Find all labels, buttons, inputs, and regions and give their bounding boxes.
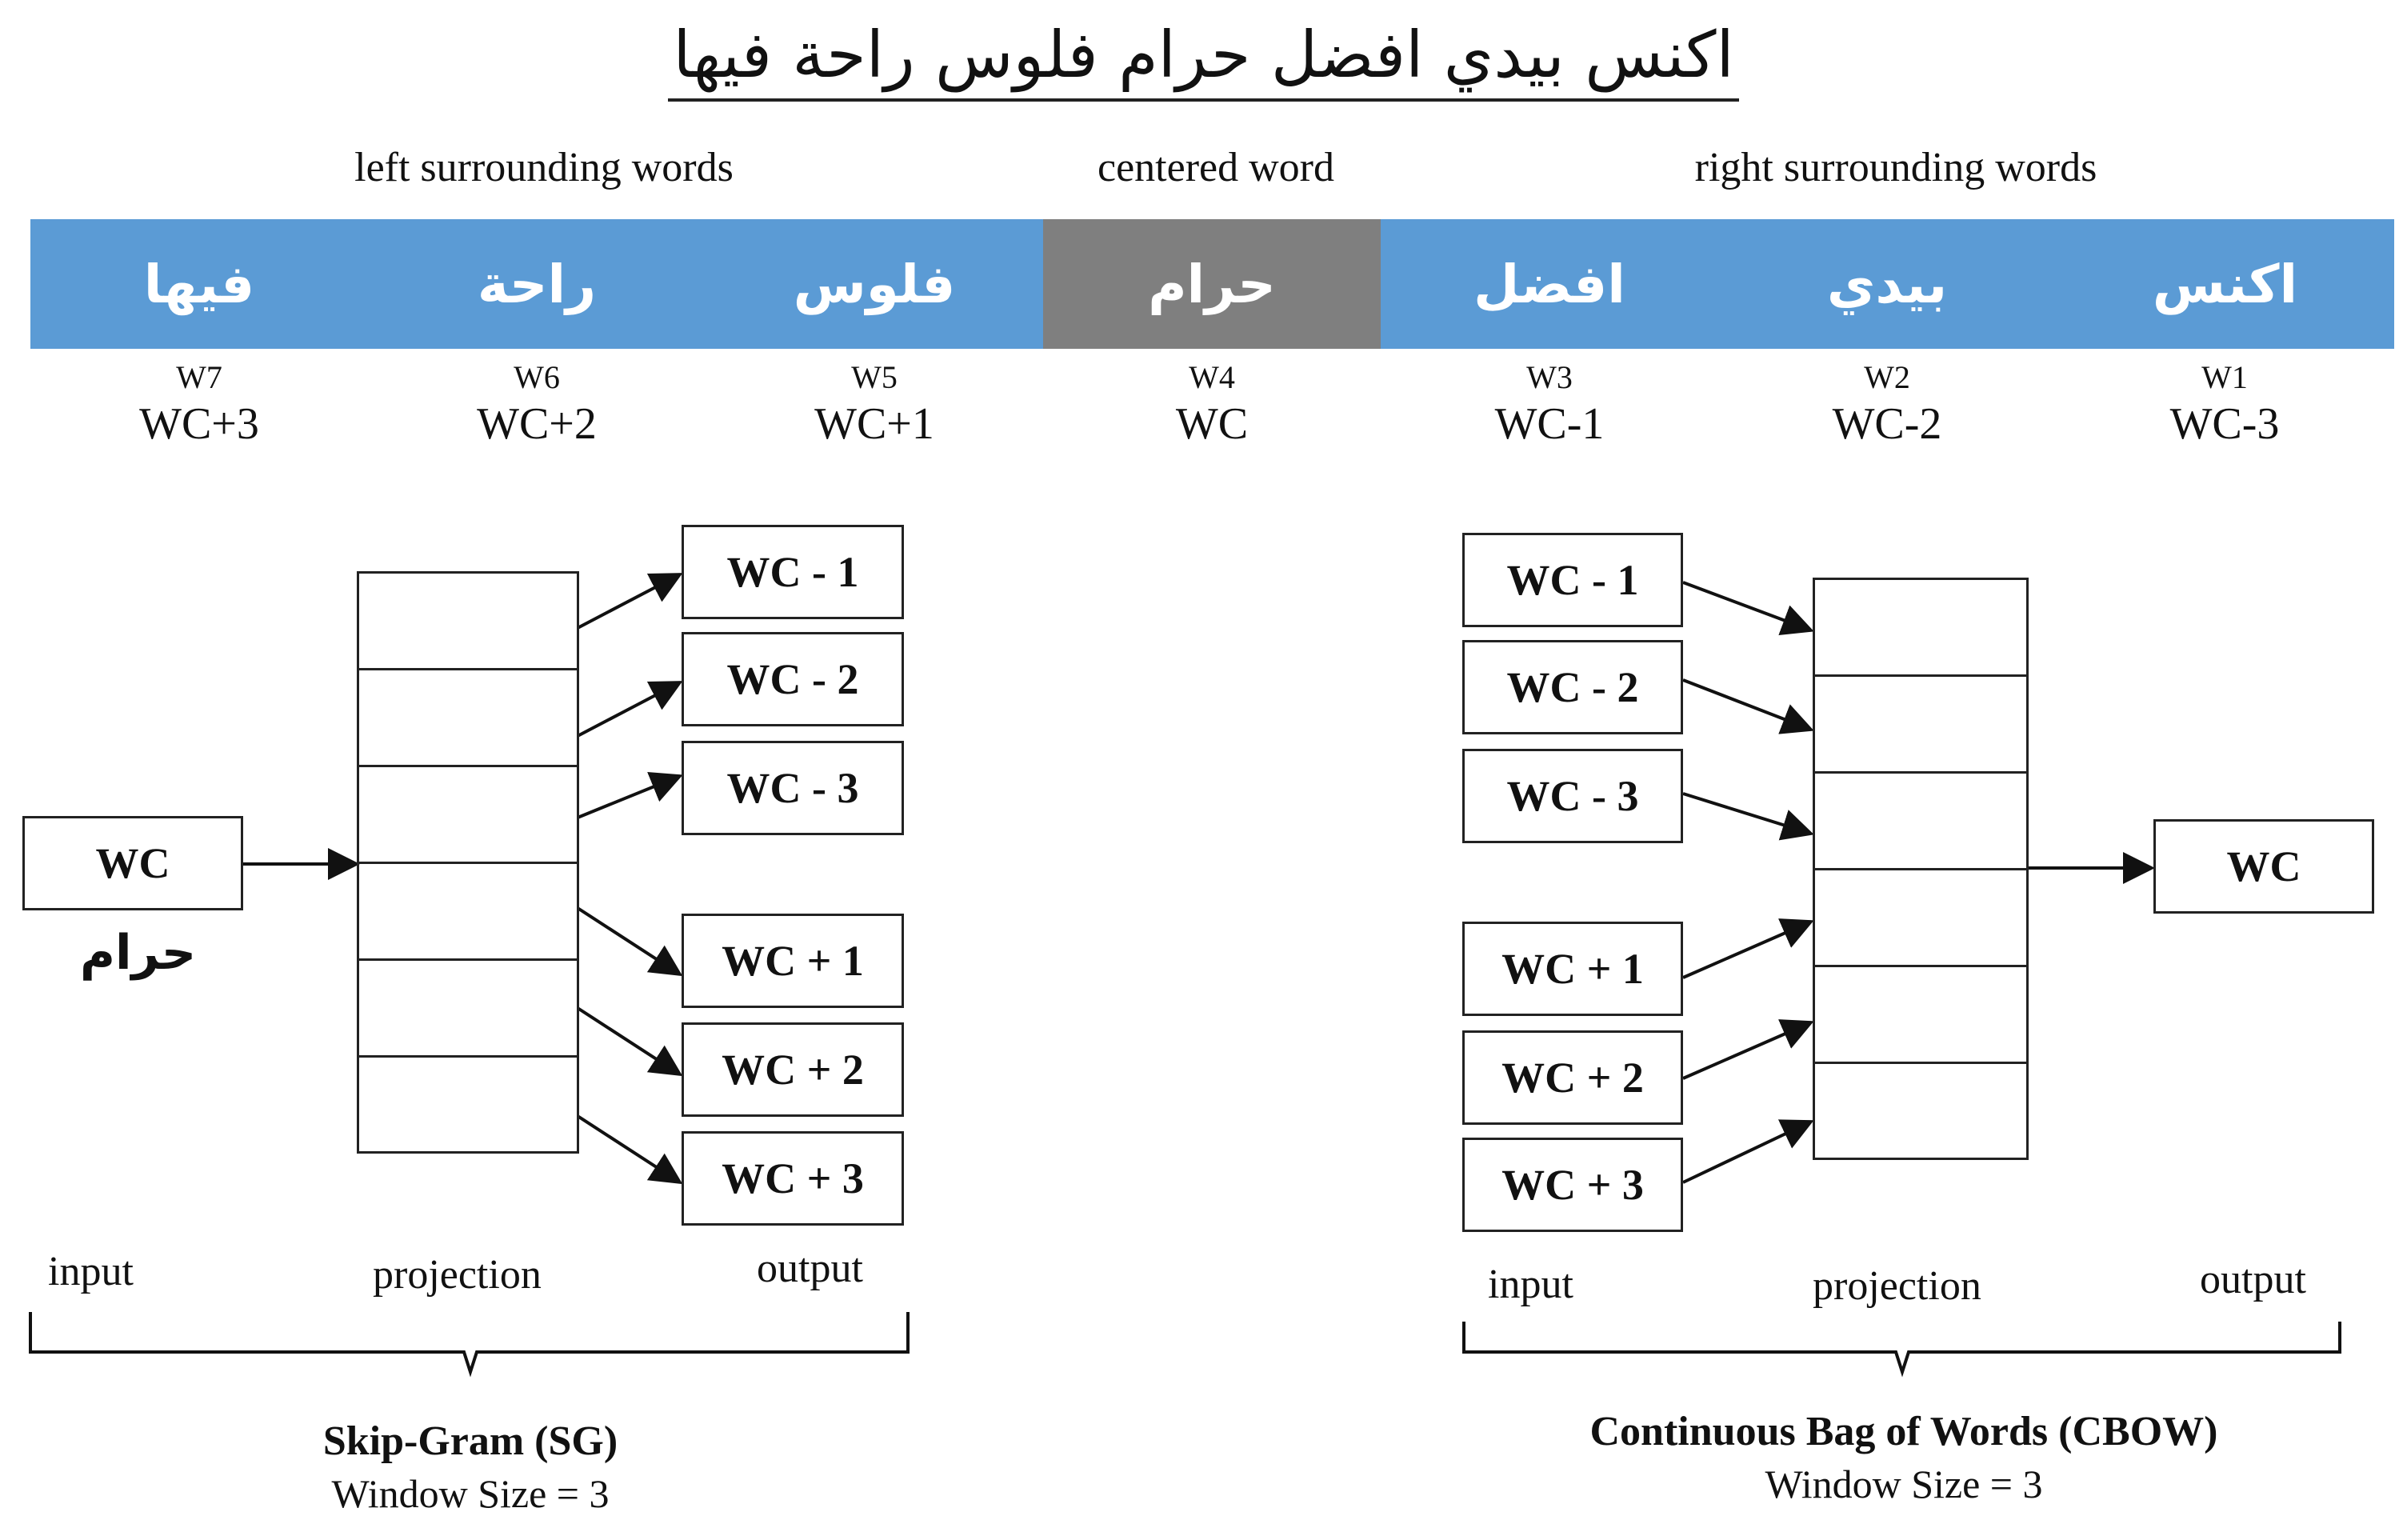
sg-output-label: output bbox=[757, 1246, 863, 1291]
word-index-w6: W6 bbox=[514, 359, 560, 395]
word-position-w4: WC bbox=[1175, 399, 1249, 449]
sg-output-box-2: WC - 2 bbox=[682, 632, 904, 726]
sg-caption-window: Window Size = 3 bbox=[331, 1471, 610, 1516]
cbow-input-box-6: WC + 3 bbox=[1462, 1138, 1683, 1232]
sg-input-box: WC bbox=[22, 816, 243, 910]
sg-projection-layer bbox=[357, 571, 579, 1154]
sg-arrow-out-5 bbox=[576, 1006, 683, 1077]
cbow-input-box-1: WC - 1 bbox=[1462, 533, 1683, 627]
word-index-w3: W3 bbox=[1526, 359, 1573, 395]
word-strip: فيها راحة فلوس حرام افضل بيدي اكنس bbox=[30, 219, 2394, 349]
cbow-arrow-in-5 bbox=[1682, 1019, 1814, 1080]
sg-projection-label: projection bbox=[373, 1252, 542, 1298]
sentence-title: اكنس بيدي افضل حرام فلوس راحة فيها bbox=[0, 18, 2407, 102]
word-cell-w4-center: حرام bbox=[1043, 219, 1381, 349]
cbow-arrow-in-2 bbox=[1682, 678, 1814, 734]
word-index-w4: W4 bbox=[1189, 359, 1235, 395]
cbow-input-label: input bbox=[1488, 1262, 1573, 1307]
sg-arrow-out-4 bbox=[576, 906, 683, 977]
cbow-output-box: WC bbox=[2153, 819, 2374, 914]
word-index-w2: W2 bbox=[1864, 359, 1910, 395]
sg-input-arabic-word: حرام bbox=[80, 925, 197, 981]
sg-output-box-3: WC - 3 bbox=[682, 741, 904, 835]
cbow-arrow-in-3 bbox=[1682, 792, 1814, 841]
word-position-w3: WC-1 bbox=[1494, 399, 1605, 449]
word-cell-w5: فلوس bbox=[793, 253, 956, 315]
cbow-arrow-in-1 bbox=[1682, 581, 1814, 636]
word-index-w1: W1 bbox=[2201, 359, 2248, 395]
sg-arrow-out-1 bbox=[577, 573, 683, 630]
cbow-brace bbox=[1462, 1322, 2341, 1378]
word-index-w7: W7 bbox=[176, 359, 222, 395]
word-cell-w7: فيها bbox=[143, 253, 255, 315]
word-cell-w2: بيدي bbox=[1826, 253, 1948, 315]
sg-input-label: input bbox=[48, 1249, 134, 1294]
sg-output-box-4: WC + 1 bbox=[682, 914, 904, 1008]
word-position-w2: WC-2 bbox=[1832, 399, 1942, 449]
left-surrounding-label: left surrounding words bbox=[354, 145, 734, 190]
cbow-arrow-in-4 bbox=[1682, 918, 1814, 979]
word-cell-w6: راحة bbox=[477, 253, 597, 315]
cbow-projection-label: projection bbox=[1813, 1263, 1981, 1309]
word-index-w5: W5 bbox=[851, 359, 898, 395]
sg-arrow-out-6 bbox=[576, 1114, 683, 1185]
cbow-projection-layer bbox=[1813, 578, 2029, 1160]
sg-output-box-1: WC - 1 bbox=[682, 525, 904, 619]
cbow-caption-window: Window Size = 3 bbox=[1765, 1462, 2043, 1506]
sg-caption-title: Skip-Gram (SG) bbox=[322, 1418, 618, 1464]
sg-brace bbox=[29, 1312, 910, 1378]
word-position-w7: WC+3 bbox=[139, 399, 259, 449]
word-cell-w1: اكنس bbox=[2152, 253, 2298, 315]
cbow-input-box-2: WC - 2 bbox=[1462, 640, 1683, 734]
cbow-arrow-in-6 bbox=[1682, 1119, 1814, 1184]
cbow-input-box-4: WC + 1 bbox=[1462, 922, 1683, 1016]
word-position-w1: WC-3 bbox=[2169, 399, 2280, 449]
sg-output-box-5: WC + 2 bbox=[682, 1022, 904, 1117]
word-position-w5: WC+1 bbox=[814, 399, 934, 449]
sg-output-box-6: WC + 3 bbox=[682, 1131, 904, 1226]
sg-arrow-out-3 bbox=[577, 772, 683, 819]
cbow-input-box-5: WC + 2 bbox=[1462, 1030, 1683, 1125]
cbow-output-label: output bbox=[2200, 1257, 2306, 1302]
sg-arrow-out-2 bbox=[577, 681, 683, 738]
cbow-input-box-3: WC - 3 bbox=[1462, 749, 1683, 843]
right-surrounding-label: right surrounding words bbox=[1694, 145, 2097, 190]
sentence-title-text: اكنس بيدي افضل حرام فلوس راحة فيها bbox=[668, 18, 1739, 102]
word-cell-w3: افضل bbox=[1473, 253, 1625, 315]
centered-word-label: centered word bbox=[1098, 145, 1334, 190]
cbow-caption-title: Continuous Bag of Words (CBOW) bbox=[1589, 1409, 2218, 1454]
word-position-w6: WC+2 bbox=[477, 399, 597, 449]
